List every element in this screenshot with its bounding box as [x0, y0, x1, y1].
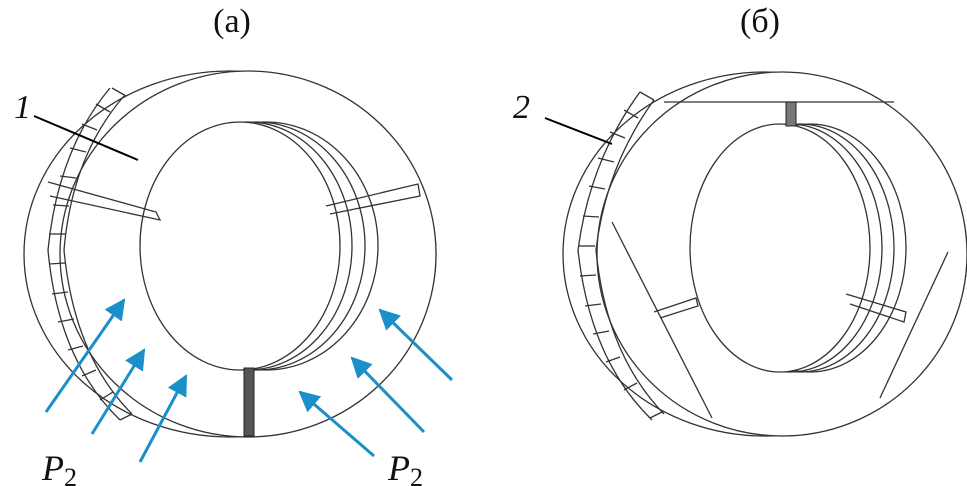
panel-b: (б) [513, 3, 967, 437]
force-arrow [138, 374, 188, 463]
ring-a-bore-front [139, 121, 341, 371]
ring-b-teeth [577, 91, 665, 421]
force-arrows-a [44, 298, 454, 463]
callout-1-leader [33, 115, 139, 161]
force-label-right: P2 [387, 448, 423, 486]
ring-b-segments [611, 101, 949, 419]
force-arrow [298, 390, 375, 458]
force-arrow [44, 298, 126, 413]
ring-a-splits [47, 181, 421, 437]
panel-a: (а) [14, 3, 454, 486]
callout-1-label: 1 [14, 89, 31, 126]
force-label-left: P2 [41, 448, 77, 486]
callout-2-leader [544, 117, 613, 145]
force-arrow [378, 308, 454, 382]
ring-a-teeth [47, 87, 133, 421]
panel-b-label: (б) [740, 3, 780, 40]
force-arrow [90, 348, 146, 435]
ring-b-splits [653, 101, 907, 323]
force-arrow [350, 356, 426, 434]
panel-a-label: (а) [213, 3, 251, 40]
ring-b-bore-front [689, 123, 871, 373]
callout-2-label: 2 [513, 89, 530, 126]
